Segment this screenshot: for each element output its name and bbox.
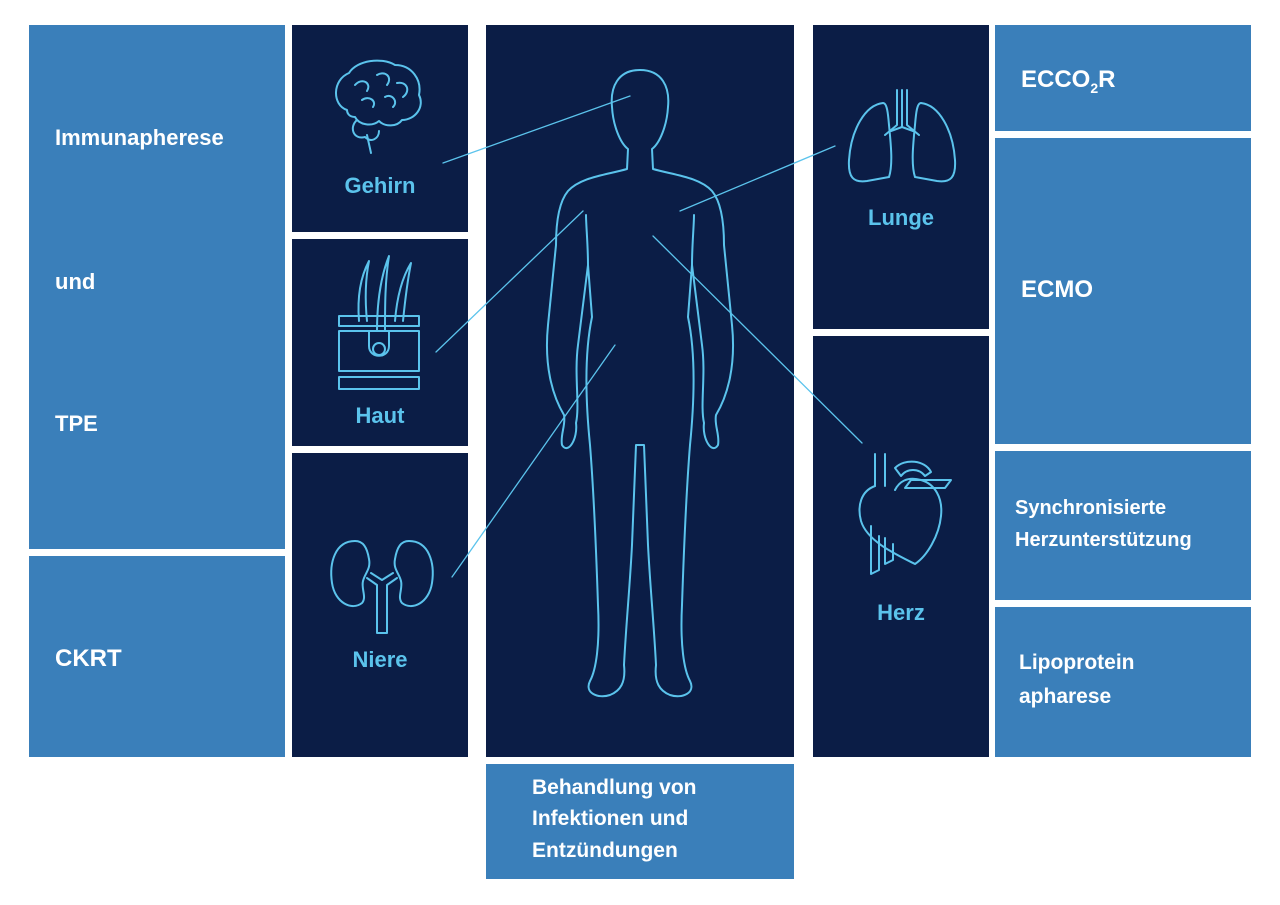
ecco2r-subscript: 2 (1090, 80, 1099, 96)
kidney-icon (330, 540, 434, 634)
haut-tile: Haut (292, 239, 468, 446)
niere-tile: Niere (292, 453, 468, 757)
lungs-icon (847, 89, 957, 183)
brain-icon (335, 59, 422, 154)
skin-hair-icon (338, 255, 420, 390)
tpe-label: TPE (55, 411, 98, 436)
herz-tile: Herz (813, 336, 989, 757)
herz-label: Herz (877, 600, 925, 625)
lunge-tile: Lunge (813, 25, 989, 329)
ckrt-label: CKRT (55, 645, 122, 672)
lipoprotein-tile: Lipoprotein apharese (995, 607, 1251, 757)
haut-label: Haut (355, 403, 405, 428)
immunapherese-label: Immunapherese (55, 125, 224, 150)
ecco2r-tile: ECCO2R (995, 25, 1251, 131)
ecmo-tile: ECMO (995, 138, 1251, 444)
und-label: und (55, 269, 96, 294)
synchron-tile: Synchronisierte Herzunterstützung (995, 451, 1251, 600)
behandlung-tile: Behandlung von Infektionen und Entzündun… (486, 764, 794, 879)
niere-label: Niere (352, 647, 408, 672)
lunge-label: Lunge (868, 205, 934, 230)
synchron-line2: Herzunterstützung (1015, 529, 1192, 551)
behandlung-line3: Entzündungen (532, 839, 678, 862)
ecco2r-prefix: ECCO (1021, 66, 1091, 93)
lipo-line1: Lipoprotein (1019, 651, 1135, 674)
heart-icon (858, 453, 952, 575)
lipo-line2: apharese (1019, 685, 1112, 708)
ckrt-tile: CKRT (29, 556, 285, 757)
human-body-icon (545, 69, 735, 698)
synchron-line1: Synchronisierte (1015, 497, 1167, 519)
gehirn-label: Gehirn (344, 173, 416, 198)
behandlung-line2: Infektionen und (532, 807, 689, 830)
body-tile (486, 25, 794, 757)
ecmo-label: ECMO (1021, 276, 1093, 303)
ecco2r-suffix: R (1098, 66, 1116, 93)
behandlung-line1: Behandlung von (532, 776, 697, 799)
immunapherese-tpe-tile: Immunapherese und TPE (29, 25, 285, 549)
gehirn-tile: Gehirn (292, 25, 468, 232)
ecco2r-label: ECCO2R (1021, 65, 1115, 95)
